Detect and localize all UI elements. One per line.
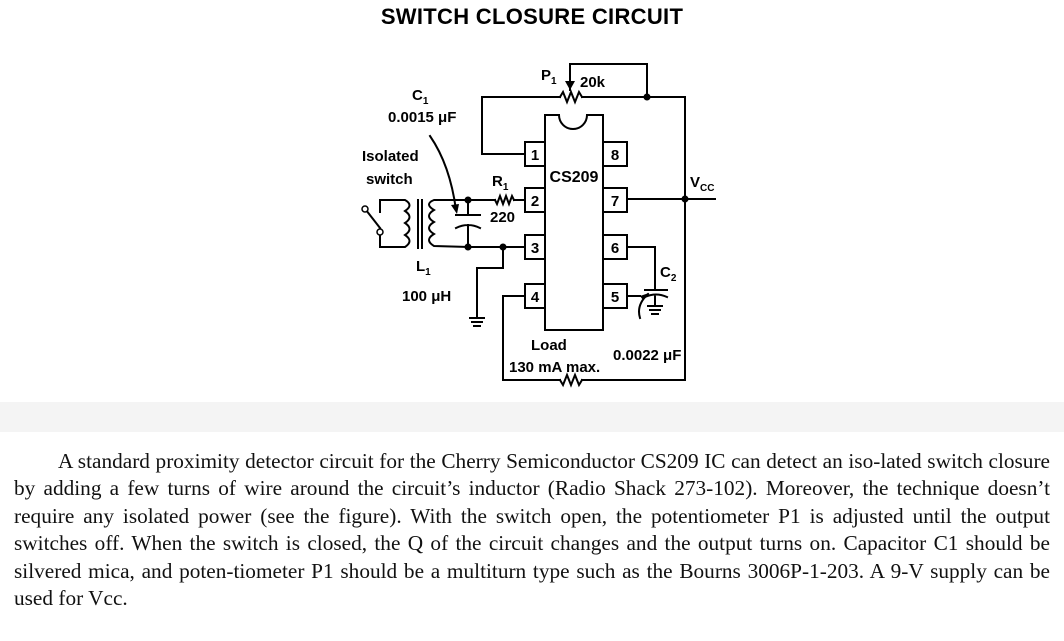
junction-dot <box>499 243 507 251</box>
pin-number: 8 <box>611 147 619 164</box>
pin-number: 6 <box>611 240 619 257</box>
l1-value: 100 μH <box>402 288 451 305</box>
pin-8-box <box>602 141 628 167</box>
pin-number: 5 <box>611 289 619 306</box>
wire-pin4-to-load <box>502 295 561 381</box>
switch-contact <box>361 205 369 213</box>
scan-band <box>0 402 1064 432</box>
load-resistor <box>558 372 584 388</box>
c2-label: C2 <box>660 264 677 284</box>
junction-dot <box>464 243 472 251</box>
description-paragraph: A standard proximity detector circuit fo… <box>14 449 1050 611</box>
wire-load-to-vcc <box>581 198 686 381</box>
switch-label-line2: switch <box>366 171 413 188</box>
c2-top-plate <box>626 246 668 291</box>
page-title: SWITCH CLOSURE CIRCUIT <box>380 4 684 29</box>
l1-primary-coil <box>379 199 411 248</box>
wire-pin3-ground <box>476 246 504 319</box>
r1-value: 220 <box>490 209 515 226</box>
c1-bottom-plate <box>454 224 482 248</box>
p1-resistor <box>558 89 584 105</box>
pin-number: 2 <box>531 193 539 210</box>
vcc-label: VCC <box>690 174 714 194</box>
pin-number: 3 <box>531 240 539 257</box>
wire-pot-to-vcc <box>581 96 716 200</box>
ic-body <box>544 114 604 331</box>
l1-label: L1 <box>416 258 431 278</box>
wire-pin1-to-pot <box>481 96 561 155</box>
load-label-line2: 130 mA max. <box>509 359 600 376</box>
c1-value: 0.0015 μF <box>388 109 456 126</box>
pin-number: 7 <box>611 193 619 210</box>
r1-label: R1 <box>492 173 509 193</box>
c2-value: 0.0022 μF <box>613 347 681 364</box>
c1-label: C1 <box>412 87 429 107</box>
pin-number: 4 <box>531 289 540 306</box>
transformer-core <box>417 199 423 249</box>
c1-arrowhead <box>451 204 459 214</box>
l1-secondary-coil <box>428 199 470 249</box>
switch-closure-schematic: CS209 1 2 3 4 5 6 7 8 P1 20k C1 0.0015 μ… <box>361 63 716 388</box>
ground-right <box>647 305 663 315</box>
c2-arrowhead <box>640 293 649 300</box>
pin-number: 1 <box>531 147 539 164</box>
p1-wiper-arrowhead <box>565 81 575 90</box>
c2-bottom-plate <box>643 293 669 307</box>
r1-resistor <box>493 193 516 207</box>
load-label-line1: Load <box>531 337 567 354</box>
switch-label-line1: Isolated <box>362 148 419 165</box>
ground-left <box>469 317 485 327</box>
junction-dot <box>643 93 651 101</box>
switch-lever <box>364 208 382 230</box>
p1-label: P1 <box>541 67 557 87</box>
junction-dot <box>681 195 689 203</box>
c1-pointer <box>428 134 458 212</box>
ic-name: CS209 <box>550 169 599 186</box>
p1-value: 20k <box>580 74 606 91</box>
junction-dot <box>464 196 472 204</box>
switch-contact <box>376 228 384 236</box>
